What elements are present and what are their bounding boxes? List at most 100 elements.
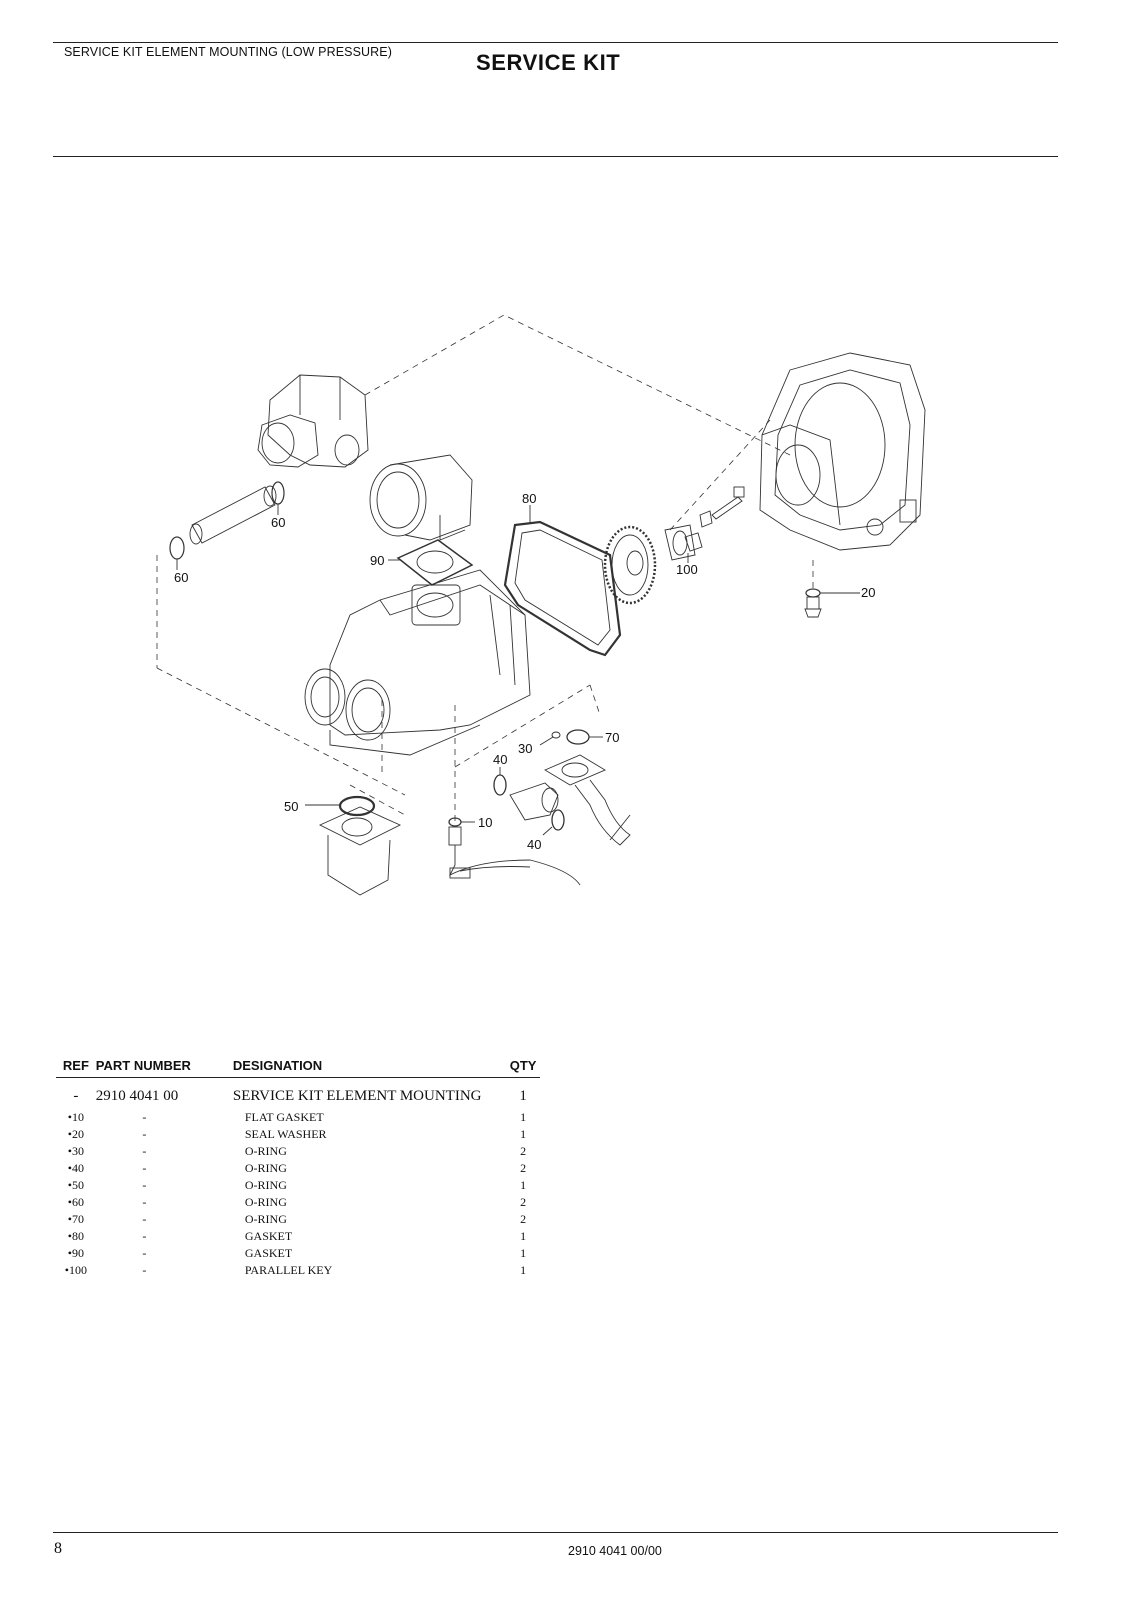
row-part-number: - (142, 1263, 147, 1277)
row-designation: GASKET (244, 1229, 293, 1243)
kit-designation: SERVICE KIT ELEMENT MOUNTING (232, 1088, 482, 1104)
row-designation: O-RING (244, 1161, 287, 1175)
assembly-guide-lines (156, 315, 814, 825)
header-part-number: PART NUMBER (95, 1058, 233, 1078)
table-header-row: REF PART NUMBER DESIGNATION QTY (56, 1058, 540, 1078)
callout-30: 30 (518, 741, 532, 756)
flat-gasket-10 (448, 817, 581, 886)
kit-row: - 2910 4041 00 SERVICE KIT ELEMENT MOUNT… (56, 1078, 540, 1110)
row-part-number: - (142, 1144, 147, 1158)
exploded-view-svg: 60 60 80 90 100 20 70 30 40 50 10 40 (156, 315, 926, 896)
row-qty: 1 (520, 1263, 527, 1277)
row-ref: •30 (67, 1144, 84, 1158)
row-designation: O-RING (244, 1178, 287, 1192)
table-row: •100 - PARALLEL KEY 1 (56, 1262, 540, 1279)
document-subtitle: SERVICE KIT ELEMENT MOUNTING (LOW PRESSU… (64, 45, 392, 59)
row-ref: •70 (67, 1212, 84, 1226)
table-row: •30 - O-RING 2 (56, 1143, 540, 1160)
drive-gear (603, 486, 745, 605)
o-ring-50 (338, 795, 376, 817)
row-ref: •50 (67, 1178, 84, 1192)
row-ref: •100 (64, 1263, 87, 1277)
table-row: •40 - O-RING 2 (56, 1160, 540, 1177)
callout-leaders (176, 504, 860, 836)
cylinder-housing (369, 454, 473, 541)
footer-rule (53, 1532, 1058, 1533)
outlet-flange (318, 806, 402, 896)
callout-70: 70 (605, 730, 619, 745)
row-part-number: - (142, 1195, 147, 1209)
row-qty: 2 (520, 1195, 527, 1209)
row-qty: 1 (520, 1229, 527, 1243)
o-ring-30 (551, 731, 561, 739)
gasket-90 (396, 539, 474, 586)
o-ring-40-left (493, 774, 507, 796)
parts-table: REF PART NUMBER DESIGNATION QTY - 2910 4… (56, 1058, 540, 1279)
page-number: 8 (54, 1540, 62, 1557)
row-designation: O-RING (244, 1144, 287, 1158)
row-qty: 1 (520, 1110, 527, 1124)
inlet-pipe (189, 485, 277, 545)
kit-qty: 1 (519, 1088, 527, 1104)
row-designation: O-RING (244, 1212, 287, 1226)
kit-ref: - (73, 1088, 79, 1104)
row-ref: •80 (67, 1229, 84, 1243)
callout-80: 80 (522, 491, 536, 506)
header-top-rule (53, 42, 1058, 43)
seal-washer-20 (804, 588, 822, 618)
header-bottom-rule (53, 156, 1058, 157)
callout-60-lower: 60 (174, 570, 188, 585)
row-ref: •40 (67, 1161, 84, 1175)
callout-100: 100 (676, 562, 698, 577)
row-ref: •60 (67, 1195, 84, 1209)
row-designation: FLAT GASKET (244, 1110, 324, 1124)
gasket-80 (503, 520, 622, 657)
kit-part-number: 2910 4041 00 (95, 1088, 179, 1104)
row-ref: •20 (67, 1127, 84, 1141)
document-title: SERVICE KIT (476, 50, 621, 75)
o-ring-60-lower (169, 536, 185, 560)
gear-casing (759, 352, 926, 551)
row-designation: GASKET (244, 1246, 293, 1260)
table-row: •10 - FLAT GASKET 1 (56, 1109, 540, 1126)
oil-pipe-assembly (509, 754, 631, 846)
callout-50: 50 (284, 799, 298, 814)
table-row: •50 - O-RING 1 (56, 1177, 540, 1194)
callout-40-right: 40 (527, 837, 541, 852)
row-qty: 1 (520, 1246, 527, 1260)
callout-90: 90 (370, 553, 384, 568)
row-qty: 2 (520, 1144, 527, 1158)
exploded-view-drawing: 60 60 80 90 100 20 70 30 40 50 10 40 (150, 315, 950, 915)
row-ref: •90 (67, 1246, 84, 1260)
callout-60-upper: 60 (271, 515, 285, 530)
table-row: •60 - O-RING 2 (56, 1194, 540, 1211)
table-row: •70 - O-RING 2 (56, 1211, 540, 1228)
document-number: 2910 4041 00/00 (568, 1544, 662, 1558)
row-qty: 1 (520, 1127, 527, 1141)
row-ref: •10 (67, 1110, 84, 1124)
header-qty: QTY (506, 1058, 540, 1078)
row-part-number: - (142, 1246, 147, 1260)
parallel-key-100 (684, 532, 703, 552)
header-ref: REF (56, 1058, 96, 1078)
row-part-number: - (142, 1110, 147, 1124)
row-qty: 2 (520, 1161, 527, 1175)
callout-20: 20 (861, 585, 875, 600)
row-part-number: - (142, 1127, 147, 1141)
o-ring-40-right (551, 809, 565, 831)
o-ring-60-upper (271, 481, 285, 505)
table-row: •20 - SEAL WASHER 1 (56, 1126, 540, 1143)
row-part-number: - (142, 1178, 147, 1192)
header-designation: DESIGNATION (232, 1058, 507, 1078)
table-row: •80 - GASKET 1 (56, 1228, 540, 1245)
row-part-number: - (142, 1229, 147, 1243)
compressor-element (304, 569, 531, 756)
row-part-number: - (142, 1161, 147, 1175)
row-designation: O-RING (244, 1195, 287, 1209)
row-designation: SEAL WASHER (244, 1127, 327, 1141)
row-qty: 2 (520, 1212, 527, 1226)
o-ring-70 (566, 729, 590, 745)
table-row: •90 - GASKET 1 (56, 1245, 540, 1262)
row-part-number: - (142, 1212, 147, 1226)
inlet-housing (257, 374, 369, 468)
